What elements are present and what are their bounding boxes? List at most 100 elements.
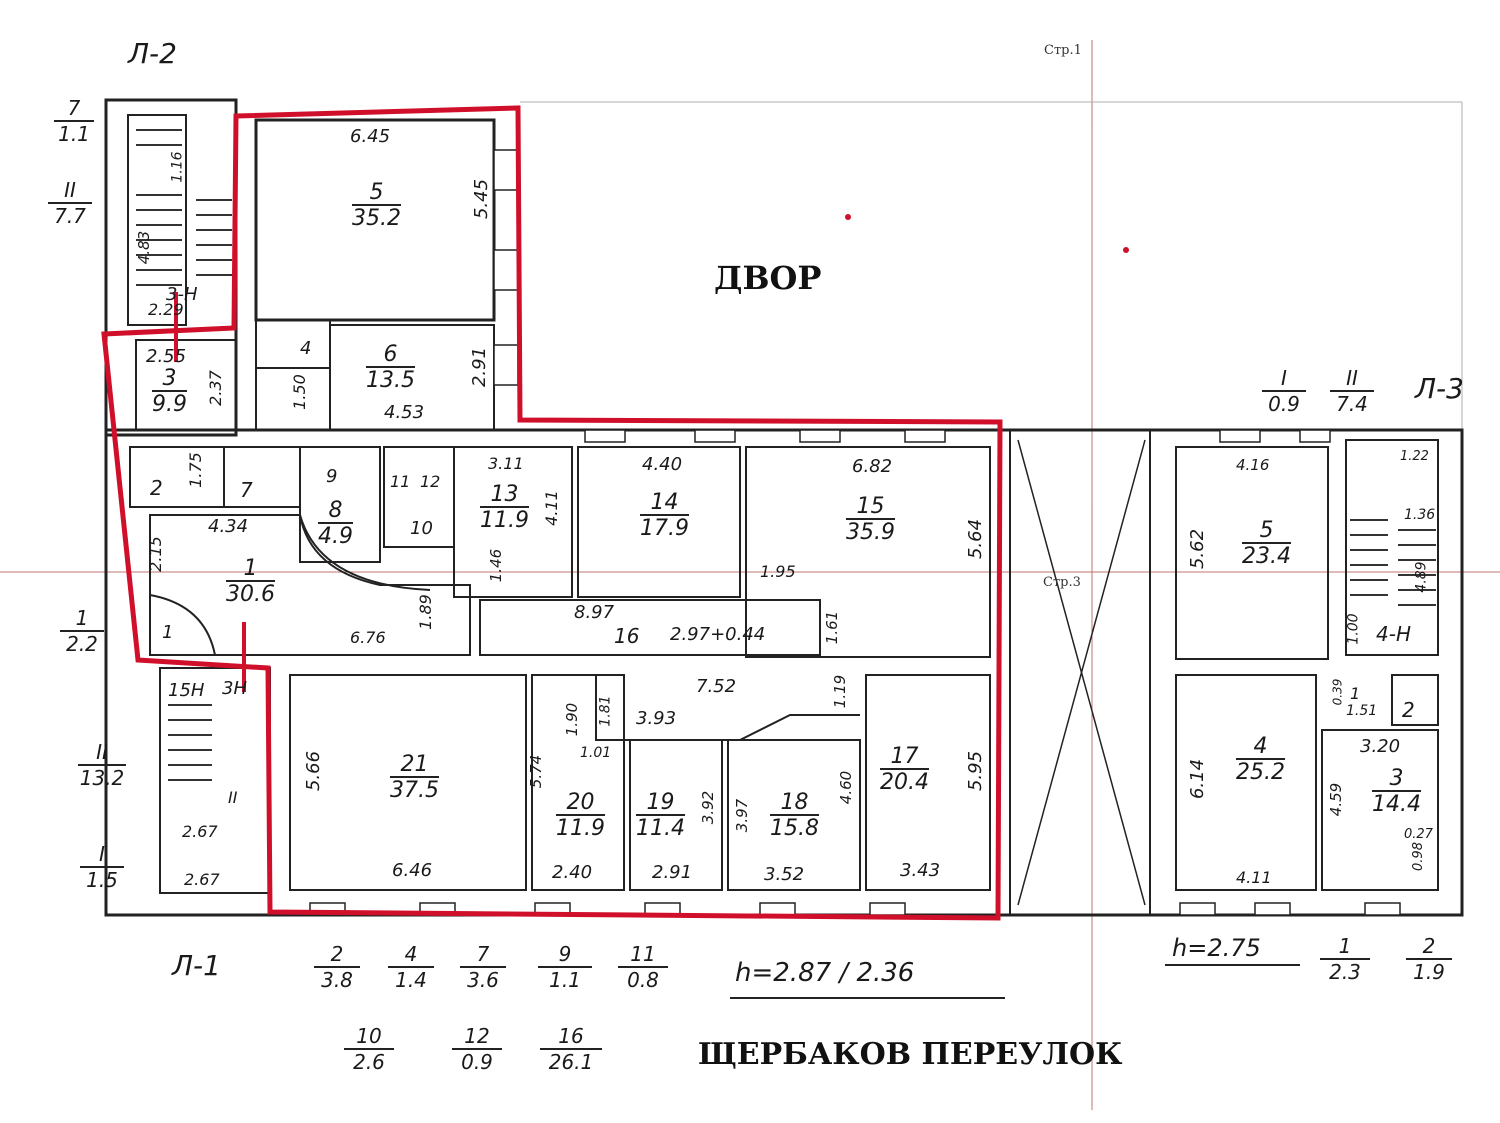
dimension-label: 1.90 bbox=[563, 702, 582, 737]
dimension-label: 0.98 bbox=[1410, 842, 1426, 871]
dimension-label: 1.89 bbox=[415, 594, 435, 630]
height-note-right: h=2.75 bbox=[1172, 934, 1261, 962]
yard-label: ДВОР bbox=[714, 259, 822, 297]
dimension-label: 6.45 bbox=[350, 126, 391, 147]
dimension-label: 1.22 bbox=[1400, 449, 1429, 464]
room-number: 9 bbox=[326, 466, 338, 487]
dimension-label: 2.40 bbox=[552, 862, 593, 883]
dimension-label: 3.93 bbox=[636, 708, 677, 729]
dimension-label: 1.01 bbox=[580, 745, 612, 761]
room-number: 4 bbox=[300, 338, 312, 359]
dimension-label: 1.95 bbox=[760, 562, 796, 581]
yard-dot bbox=[1123, 247, 1129, 253]
dimension-label: 3.97 bbox=[733, 798, 752, 833]
dimension-label: 1.46 bbox=[487, 548, 506, 583]
room-number: 4-Н bbox=[1376, 622, 1411, 646]
yard-dot bbox=[845, 214, 851, 220]
dimension-label: 6.14 bbox=[1187, 758, 1209, 800]
fraction-right-2: II 7.4 bbox=[1330, 366, 1374, 416]
fraction-side-2: II 13.2 bbox=[78, 740, 126, 790]
dimension-label: 0.39 bbox=[1330, 678, 1345, 706]
dimension-label: 1.81 bbox=[597, 695, 614, 727]
dimension-label: 4.40 bbox=[642, 454, 683, 475]
room-number: 11 bbox=[390, 472, 411, 491]
dimension-label: 2.29 bbox=[148, 300, 184, 319]
dimension-label: 5.62 bbox=[1187, 528, 1209, 570]
fraction-l2-top: 7 1.1 bbox=[54, 96, 94, 146]
dimension-label: 2.37 bbox=[205, 370, 225, 406]
dimension-label: 4.16 bbox=[1236, 456, 1270, 474]
leased-area-outline bbox=[101, 105, 1003, 921]
room-number: 7 bbox=[240, 478, 253, 502]
dimension-label: 3.11 bbox=[488, 454, 524, 473]
stair-label-l3: Л-3 bbox=[1415, 372, 1464, 405]
guide-lines bbox=[0, 40, 1500, 1110]
street-label: ЩЕРБАКОВ ПЕРЕУЛОК bbox=[698, 1037, 1123, 1072]
dimension-label: 5.95 bbox=[965, 750, 987, 792]
room-number: 1 bbox=[1350, 684, 1361, 703]
dimension-label: 1.36 bbox=[1404, 507, 1436, 523]
dimension-label: 2.91 bbox=[652, 862, 693, 883]
room-number: 2 bbox=[150, 476, 163, 500]
room-number: 10 bbox=[410, 518, 433, 539]
room-number: 2 bbox=[1402, 698, 1415, 722]
dimension-label: 4.11 bbox=[541, 490, 561, 526]
dimension-label: 4.59 bbox=[1327, 782, 1346, 817]
dimension-label: 1.50 bbox=[289, 374, 309, 410]
fraction-side-1: 1 2.2 bbox=[60, 606, 104, 656]
stair-label-l1: Л-1 bbox=[172, 949, 221, 982]
fraction-right-1: I 0.9 bbox=[1262, 366, 1306, 416]
room-number: 12 bbox=[420, 472, 441, 491]
dimension-label: 3.20 bbox=[1360, 736, 1401, 757]
room-number: 16 bbox=[614, 624, 640, 648]
room-number: 1 bbox=[162, 622, 174, 643]
dimension-label: 3.43 bbox=[900, 860, 941, 881]
stair-hatching bbox=[136, 129, 1436, 781]
dimension-label: 2.15 bbox=[145, 536, 165, 572]
dimension-label: 5.66 bbox=[303, 750, 325, 792]
dimension-label: 1.51 bbox=[1346, 703, 1378, 719]
height-note-left: h=2.87 / 2.36 bbox=[735, 958, 915, 988]
dimension-label: 3.52 bbox=[764, 864, 805, 885]
dimension-label: 2.67 bbox=[182, 822, 218, 841]
room-number: 15Н bbox=[168, 680, 205, 701]
stair-label-l2: Л-2 bbox=[128, 37, 177, 70]
room-number: II bbox=[228, 788, 238, 807]
dimension-label: 1.61 bbox=[823, 610, 842, 645]
dimension-label: 4.34 bbox=[208, 516, 249, 537]
dimension-label: 6.46 bbox=[392, 860, 433, 881]
dimension-label: 2.55 bbox=[146, 346, 187, 367]
dimension-label: 2.67 bbox=[184, 870, 220, 889]
dimension-label: 5.74 bbox=[527, 754, 546, 789]
dimension-label: 3.92 bbox=[699, 790, 718, 825]
dimension-label: 4.11 bbox=[1236, 868, 1272, 887]
page3-mark: Стр.3 bbox=[1043, 575, 1081, 590]
dimension-label: 8.97 bbox=[574, 602, 615, 623]
room-number: 3-Н bbox=[166, 284, 198, 305]
dimension-label: 4.83 bbox=[135, 230, 154, 265]
dimension-label: 4.60 bbox=[837, 770, 856, 805]
dimension-label: 6.82 bbox=[852, 456, 893, 477]
dimension-label: 4.89 bbox=[1413, 561, 1430, 593]
